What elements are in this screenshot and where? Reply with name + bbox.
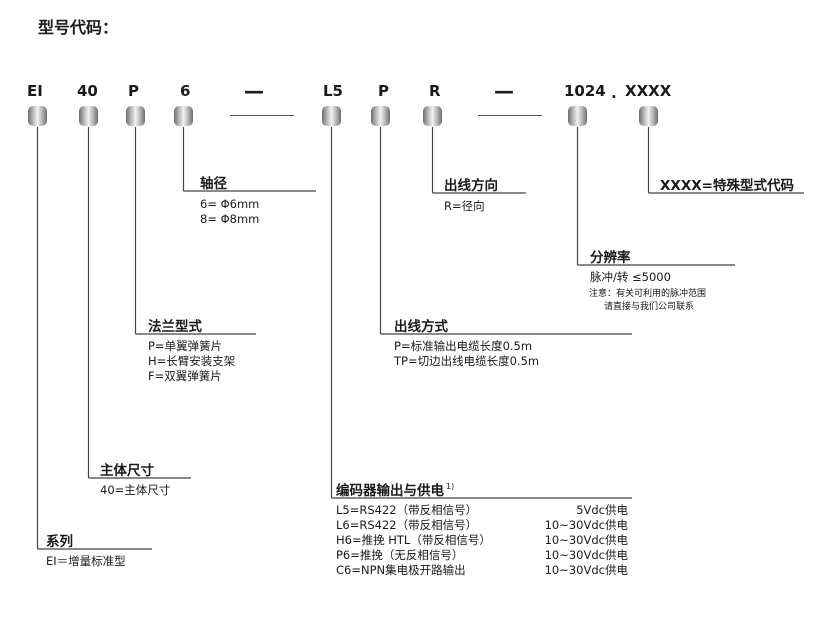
output-row: C6=NPN集电极开路输出 10~30Vdc供电 [336, 563, 628, 578]
code-output: L5 [323, 82, 343, 100]
outlet-dir-caption: 出线方向 [444, 178, 498, 194]
pill-flange [126, 106, 145, 126]
output-power: 10~30Vdc供电 [544, 563, 628, 577]
special-caption: XXXX=特殊型式代码 [660, 178, 794, 194]
shaft-option: 8= Φ8mm [200, 212, 260, 226]
pill-outlet-dir [423, 106, 442, 126]
output-type: P6=推挽（无反相信号） [336, 548, 464, 562]
pill-series [28, 106, 47, 126]
output-type: L6=RS422（带反相信号） [336, 518, 478, 532]
output-power: 10~30Vdc供电 [544, 533, 628, 547]
pill-special [639, 106, 658, 126]
outlet-mode-option: TP=切边出线电缆长度0.5m [394, 354, 540, 368]
output-options: L5=RS422（带反相信号） 5Vdc供电 L6=RS422（带反相信号） 10~… [336, 503, 628, 578]
code-special: XXXX [625, 82, 672, 100]
output-footnote-mark: 1) [446, 482, 455, 491]
code-outlet-mode: P [378, 82, 389, 100]
size-caption: 主体尺寸 [100, 463, 154, 479]
pill-outlet-mode [371, 106, 390, 126]
pill-shaft [174, 106, 193, 126]
code-flange: P [128, 82, 139, 100]
outlet-mode-option: P=标准输出电缆长度0.5m [394, 339, 533, 353]
code-outlet-dir: R [429, 82, 441, 100]
pill-output [322, 106, 341, 126]
pill-resolution [568, 106, 587, 126]
shaft-option: 6= Φ6mm [200, 197, 260, 211]
flange-caption: 法兰型式 [148, 319, 202, 335]
series-option: EI＝增量标准型 [46, 554, 126, 568]
output-type: C6=NPN集电极开路输出 [336, 563, 466, 577]
output-caption-text: 编码器输出与供电 [336, 483, 444, 499]
outlet-mode-caption: 出线方式 [394, 319, 448, 335]
dash-line-2 [478, 115, 542, 116]
resolution-option: 脉冲/转 ≤5000 [590, 270, 671, 284]
code-series: EI [27, 82, 43, 100]
flange-option: H=长臂安装支架 [148, 354, 236, 368]
code-resolution: 1024 [564, 82, 606, 100]
resolution-note: 注意：有关可利用的脉冲范围 [589, 289, 707, 299]
code-dot: . [611, 84, 617, 102]
code-dash-2: — [494, 79, 514, 103]
code-size: 40 [77, 82, 98, 100]
code-shaft: 6 [180, 82, 191, 100]
resolution-caption: 分辨率 [590, 250, 631, 266]
series-caption: 系列 [46, 534, 73, 550]
output-power: 10~30Vdc供电 [544, 548, 628, 562]
resolution-note: 请直接与我们公司联系 [604, 302, 695, 312]
flange-option: P=单翼弹簧片 [148, 339, 223, 353]
output-row: L5=RS422（带反相信号） 5Vdc供电 [336, 503, 628, 518]
output-type: H6=推挽 HTL（带反相信号） [336, 533, 491, 547]
shaft-caption: 轴径 [200, 176, 227, 192]
size-option: 40=主体尺寸 [100, 483, 171, 497]
output-power: 5Vdc供电 [576, 503, 628, 517]
output-row: P6=推挽（无反相信号） 10~30Vdc供电 [336, 548, 628, 563]
outlet-dir-option: R=径向 [444, 199, 485, 213]
flange-option: F=双翼弹簧片 [148, 369, 222, 383]
pill-size [79, 106, 98, 126]
output-type: L5=RS422（带反相信号） [336, 503, 478, 517]
output-row: H6=推挽 HTL（带反相信号） 10~30Vdc供电 [336, 533, 628, 548]
output-power: 10~30Vdc供电 [544, 518, 628, 532]
code-dash-1: — [244, 79, 264, 103]
page-title: 型号代码： [38, 18, 119, 37]
output-row: L6=RS422（带反相信号） 10~30Vdc供电 [336, 518, 628, 533]
dash-line-1 [230, 115, 294, 116]
